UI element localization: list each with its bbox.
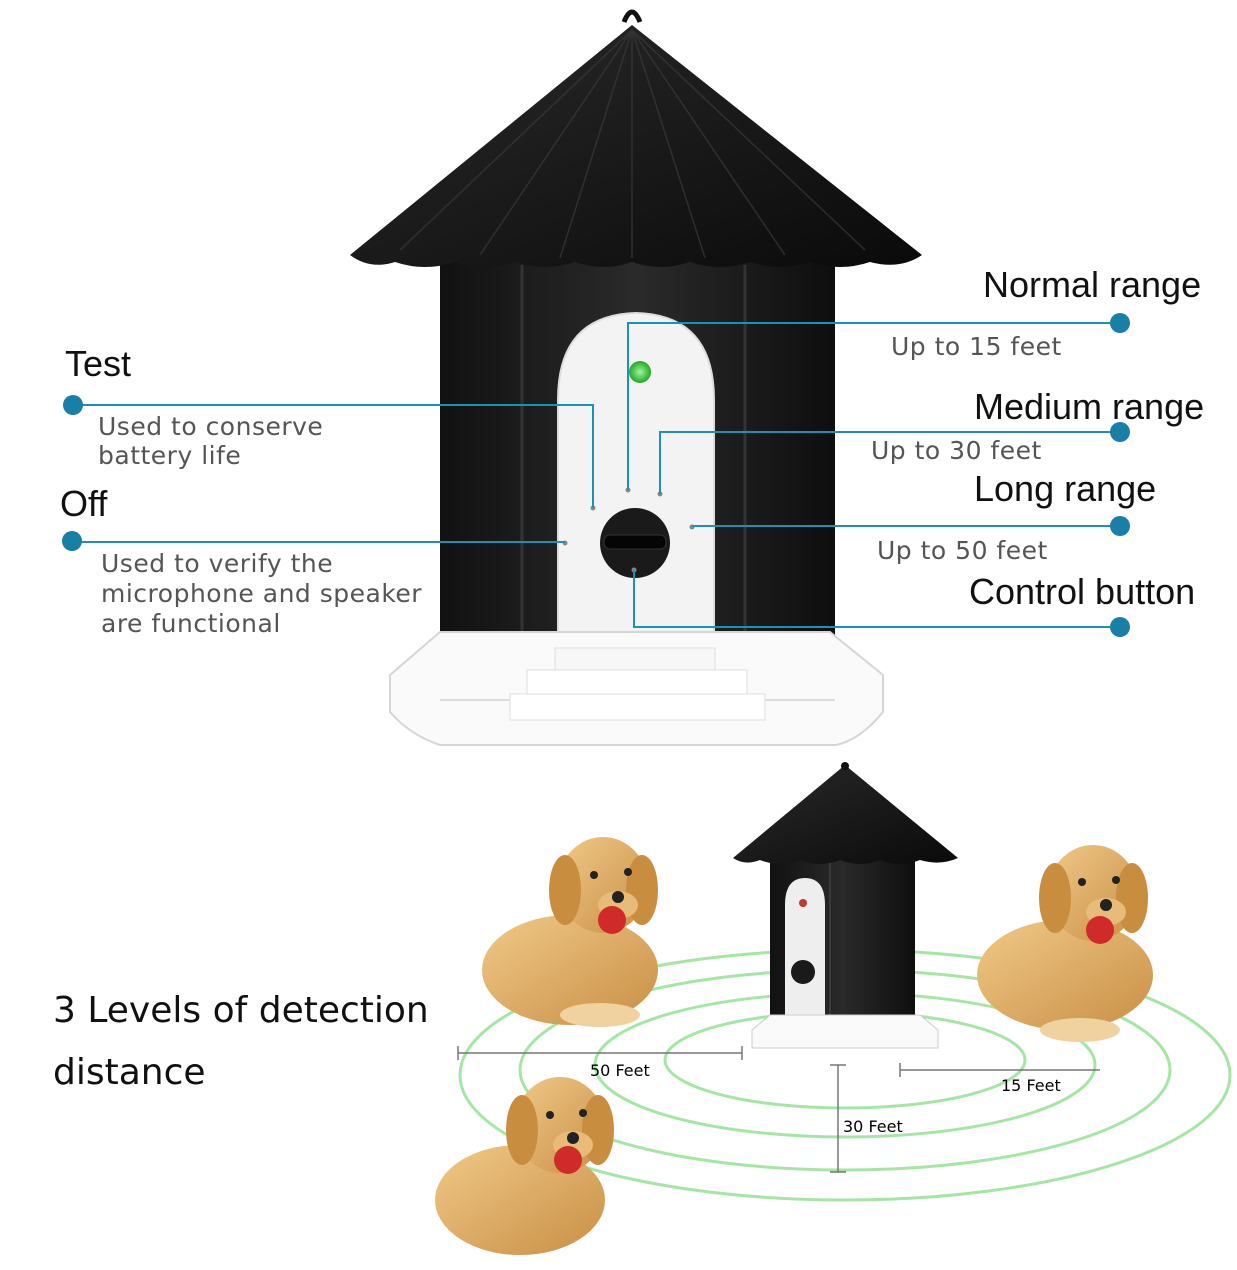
long-range-sub: Up to 50 feet [877,536,1048,565]
off-dot-icon [62,531,82,551]
test-sub-1: Used to conserve [98,412,324,441]
dog-top-left-icon [482,837,658,1027]
normal-range-dot-icon [1110,313,1130,333]
callout-lines [72,322,1120,628]
dist-15-label: 15 Feet [1001,1076,1061,1095]
control-button-title: Control button [969,571,1196,612]
normal-range-title: Normal range [983,264,1202,305]
test-sub-2: battery life [98,441,242,470]
control-button-dot-icon [1110,617,1130,637]
hook-icon [621,9,643,24]
normal-range-sub: Up to 15 feet [891,332,1062,361]
main-device [350,9,922,746]
medium-range-title: Medium range [974,386,1205,427]
detection-heading-line-2: distance [53,1052,206,1093]
off-sub-3: are functional [101,609,281,638]
dog-right-icon [977,845,1153,1042]
medium-range-dot-icon [1110,422,1130,442]
dist-50-label: 50 Feet [590,1061,650,1080]
small-device [733,762,958,1049]
distance-markers [457,1046,1100,1173]
test-dot-icon [63,395,83,415]
dist-30-label: 30 Feet [843,1117,903,1136]
long-range-dot-icon [1110,516,1130,536]
medium-range-sub: Up to 30 feet [871,436,1042,465]
off-sub-1: Used to verify the [101,549,334,578]
dog-bottom-left-icon [435,1077,614,1255]
door-panel [557,311,715,671]
off-sub-2: microphone and speaker [101,579,423,608]
led-indicator-icon [629,361,651,383]
long-range-title: Long range [974,468,1157,509]
roof [350,25,922,267]
off-title: Off [60,483,108,524]
test-title: Test [65,343,132,384]
detection-heading-line-1: 3 Levels of detection [53,990,429,1031]
